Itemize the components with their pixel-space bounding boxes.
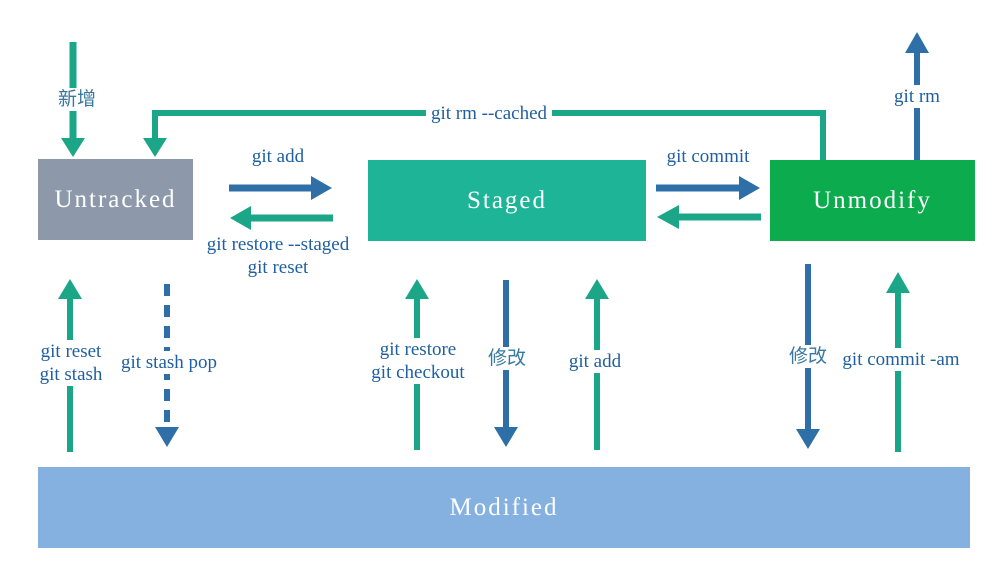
edge-label-modify-mid: 修改 [482, 347, 532, 370]
edge-label-restore-staged: git restore --staged git reset [202, 233, 354, 279]
edge-label-reset-stash-line2: git stash [39, 364, 103, 385]
edge-label-rm-cached: git rm --cached [425, 102, 553, 125]
node-untracked: Untracked [38, 159, 193, 240]
edge-label-git-commit: git commit [666, 146, 750, 167]
edge-label-restore-staged-line2: git reset [247, 257, 309, 278]
node-unmodify: Unmodify [770, 160, 975, 241]
edge-label-reset-stash-line1: git reset [40, 341, 102, 362]
node-staged-label: Staged [466, 186, 548, 214]
edge-label-restore-staged-line1: git restore --staged [206, 234, 350, 255]
edge-label-modify-right: 修改 [783, 345, 833, 368]
edge-label-reset-stash: git reset git stash [34, 340, 108, 386]
arrow-git-commit [656, 176, 760, 200]
node-modified: Modified [38, 467, 970, 548]
edge-label-git-add-top: git add [251, 146, 305, 167]
arrow-commit-am [886, 272, 910, 452]
arrow-git-add-bottom [585, 279, 609, 450]
edge-label-add-new: 新增 [52, 88, 102, 111]
node-staged: Staged [368, 160, 646, 241]
arrow-restore-staged [230, 206, 333, 230]
edge-label-commit-am: git commit -am [837, 348, 965, 371]
node-unmodify-label: Unmodify [813, 186, 932, 214]
node-untracked-label: Untracked [54, 185, 177, 213]
edge-label-restore-checkout: git restore git checkout [366, 338, 470, 384]
arrow-git-add-top [229, 176, 332, 200]
edge-label-git-rm: git rm [889, 85, 945, 108]
edge-label-stash-pop: git stash pop [115, 351, 223, 374]
edge-label-restore-checkout-line1: git restore [379, 339, 457, 360]
arrow-unmodify-to-staged [657, 205, 761, 229]
node-modified-label: Modified [449, 493, 559, 521]
edge-label-git-add-bottom: git add [563, 350, 627, 373]
edge-label-restore-checkout-line2: git checkout [371, 362, 465, 383]
